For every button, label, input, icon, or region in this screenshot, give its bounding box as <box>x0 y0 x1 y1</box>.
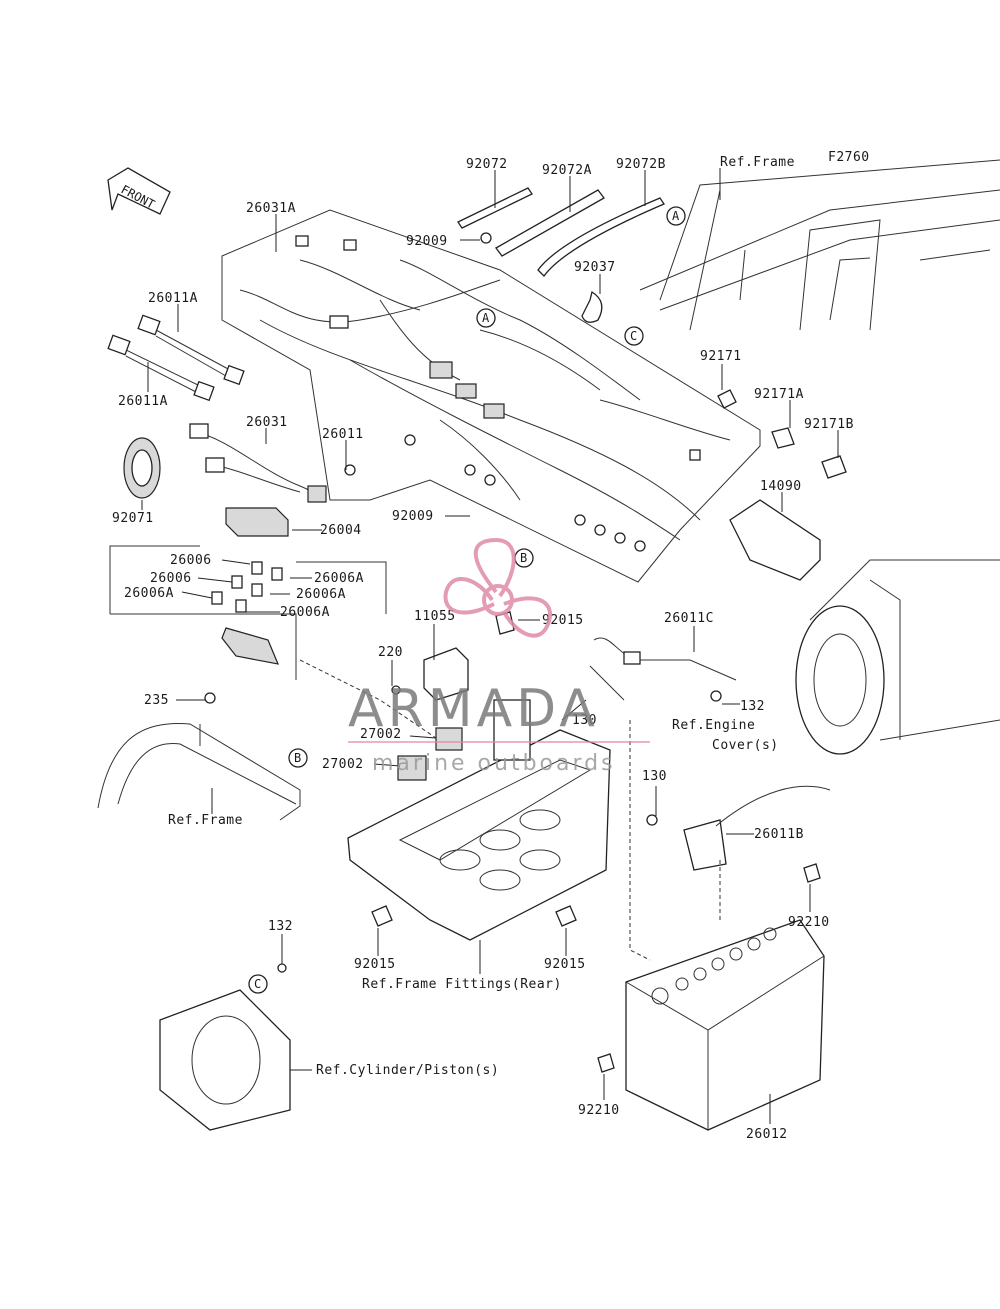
sub-harness-26011A <box>107 314 245 402</box>
label-ref-frame-left: Ref.Frame <box>168 813 243 828</box>
label-ref-frame-top: Ref.Frame <box>720 155 795 170</box>
sensor-26011C <box>589 637 737 702</box>
battery-26012 <box>597 919 825 1131</box>
label-132-left: 132 <box>268 919 293 934</box>
label-220: 220 <box>378 645 403 660</box>
battery-tray <box>347 699 611 941</box>
leader-lines <box>141 168 839 1124</box>
relay-26011B <box>646 785 831 883</box>
label-92037: 92037 <box>574 260 616 275</box>
label-92171: 92171 <box>700 349 742 364</box>
figure-code: F2760 <box>828 150 870 165</box>
label-26004: 26004 <box>320 523 362 538</box>
svg-text:A: A <box>672 209 680 223</box>
label-92072: 92072 <box>466 157 508 172</box>
fuse-holder-235 <box>204 627 279 704</box>
label-92009-mid: 92009 <box>392 509 434 524</box>
label-26031A: 26031A <box>246 201 296 216</box>
callout-C-1: C <box>624 326 644 346</box>
callout-C-2: C <box>248 974 268 994</box>
cover-14090 <box>729 499 821 581</box>
clamps-92171 <box>717 389 847 479</box>
label-92015-right: 92015 <box>544 957 586 972</box>
label-14090: 14090 <box>760 479 802 494</box>
label-26011C: 26011C <box>664 611 714 626</box>
bolt-92009-top <box>480 232 492 244</box>
label-92072A: 92072A <box>542 163 592 178</box>
label-11055: 11055 <box>414 609 456 624</box>
main-harness-26031A <box>221 209 761 583</box>
label-ref-frame-fittings: Ref.Frame Fittings(Rear) <box>362 977 562 992</box>
label-26031: 26031 <box>246 415 288 430</box>
label-92171B: 92171B <box>804 417 854 432</box>
fuse-group <box>109 545 387 680</box>
callout-A-2: A <box>476 308 496 328</box>
svg-text:C: C <box>254 977 261 991</box>
watermark-subtitle: marine outboards <box>372 751 616 776</box>
relays-27002 <box>397 727 463 781</box>
harness-26031 <box>189 423 327 503</box>
label-26011A-bottom: 26011A <box>118 394 168 409</box>
label-92015-top: 92015 <box>542 613 584 628</box>
label-235: 235 <box>144 693 169 708</box>
watermark-logo-icon: ARMADA marine outboards <box>348 537 650 776</box>
callout-B-2: B <box>288 748 308 768</box>
callout-A-1: A <box>666 206 686 226</box>
callout-B-1: B <box>514 548 534 568</box>
svg-text:A: A <box>482 311 490 325</box>
label-92210-left: 92210 <box>578 1103 620 1118</box>
label-26006-2: 26006 <box>150 571 192 586</box>
svg-text:B: B <box>294 751 301 765</box>
label-92015-left: 92015 <box>354 957 396 972</box>
label-ref-engine-cover-2: Cover(s) <box>712 738 779 753</box>
svg-text:C: C <box>630 329 637 343</box>
label-ref-cylinder: Ref.Cylinder/Piston(s) <box>316 1063 499 1078</box>
label-26011B: 26011B <box>754 827 804 842</box>
cable-tie-92072A <box>495 189 605 257</box>
label-ref-engine-cover-1: Ref.Engine <box>672 718 755 733</box>
cylinder-ref <box>159 963 291 1131</box>
svg-text:B: B <box>520 551 527 565</box>
label-92009-top: 92009 <box>406 234 448 249</box>
clamp-92037 <box>581 290 603 323</box>
label-92171A: 92171A <box>754 387 804 402</box>
label-26011: 26011 <box>322 427 364 442</box>
ref-frame-top <box>639 159 1000 331</box>
label-26011A-top: 26011A <box>148 291 198 306</box>
label-92071: 92071 <box>112 511 154 526</box>
label-132-right: 132 <box>740 699 765 714</box>
front-arrow-icon: FRONT <box>107 167 171 215</box>
label-27002-1: 27002 <box>360 727 402 742</box>
label-26006A-2: 26006A <box>296 587 346 602</box>
label-130-a: 130 <box>572 713 597 728</box>
label-92072B: 92072B <box>616 157 666 172</box>
label-26006A-3: 26006A <box>124 586 174 601</box>
label-26012: 26012 <box>746 1127 788 1142</box>
fuse-box-26004 <box>225 507 289 537</box>
label-26006-1: 26006 <box>170 553 212 568</box>
label-130-b: 130 <box>642 769 667 784</box>
watermark-title: ARMADA <box>348 679 599 739</box>
label-26006A-1: 26006A <box>314 571 364 586</box>
label-26006A-4: 26006A <box>280 605 330 620</box>
engine-cover <box>795 559 1000 755</box>
label-92210-right: 92210 <box>788 915 830 930</box>
label-27002-2: 27002 <box>322 757 364 772</box>
cable-tie-92072B <box>537 197 665 277</box>
ref-frame-left <box>97 723 301 821</box>
grommet-92071 <box>123 437 161 499</box>
